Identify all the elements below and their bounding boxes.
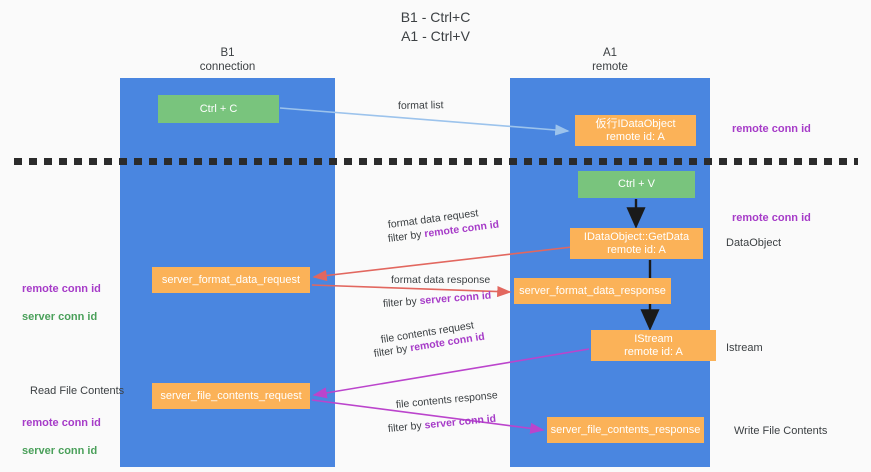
edge-label-format-data-response-filter: filter by server conn id [382,290,491,311]
node-idataobject-remote[interactable]: 仮行IDataObject remote id: A [575,115,696,146]
node-ctrl-v-label: Ctrl + V [618,178,655,190]
edge-label-file-contents-response: file contents response [395,389,499,411]
side-label-read-file-contents: Read File Contents [30,385,125,397]
side-label-conn-ids-bot: remote conn id server conn id [22,402,101,472]
side-label-server-conn-id-left-mid: server conn id [22,311,98,323]
node-server-file-contents-response[interactable]: server_file_contents_response [547,417,704,443]
node-istream-line1: IStream [634,332,673,345]
filter-prefix: filter by [387,419,426,435]
node-ctrl-c[interactable]: Ctrl + C [158,95,279,123]
filter-key-server-conn-id: server conn id [419,289,492,308]
node-server-file-contents-request[interactable]: server_file_contents_request [152,383,310,409]
node-server-format-data-response[interactable]: server_format_data_response [514,278,671,304]
node-idataobject-remote-line2: remote id: A [606,130,665,143]
side-label-remote-conn-id-top: remote conn id [732,123,811,135]
side-label-remote-conn-id-mid: remote conn id [732,212,811,224]
edge-label-format-data-response: format data response [391,274,491,286]
side-label-remote-conn-id-left-bot: remote conn id [22,417,101,429]
node-server-format-data-response-label: server_format_data_response [519,284,666,297]
side-label-remote-conn-id-left-mid: remote conn id [22,283,101,295]
column-header-b1: B1 connection [199,47,256,73]
node-idataobject-getdata-line1: IDataObject::GetData [583,230,690,243]
side-label-server-conn-id-left-bot: server conn id [22,445,98,457]
node-server-file-contents-request-label: server_file_contents_request [160,389,302,402]
filter-key-server-conn-id: server conn id [423,412,497,432]
filter-prefix: filter by [382,295,421,310]
node-istream-line2: remote id: A [624,345,683,358]
edge-label-format-list: format list [397,99,444,112]
node-istream[interactable]: IStream remote id: A [591,330,716,361]
side-label-dataobject: DataObject [726,237,782,249]
node-ctrl-v[interactable]: Ctrl + V [578,171,695,198]
page-title: B1 - Ctrl+C A1 - Ctrl+V [400,9,471,44]
node-idataobject-getdata-line2: remote id: A [607,243,666,256]
side-label-conn-ids-mid: remote conn id server conn id [22,268,101,338]
node-server-file-contents-response-label: server_file_contents_response [550,423,701,436]
side-label-istream: Istream [726,342,763,354]
column-header-a1: A1 remote [592,47,628,73]
side-label-write-file-contents: Write File Contents [734,425,828,437]
node-ctrl-c-label: Ctrl + C [199,102,238,115]
node-server-format-data-request-label: server_format_data_request [161,273,301,286]
node-server-format-data-request[interactable]: server_format_data_request [152,267,310,293]
node-idataobject-getdata[interactable]: IDataObject::GetData remote id: A [570,228,703,259]
filter-prefix: filter by [372,342,412,360]
edge-label-file-contents-response-filter: filter by server conn id [387,413,496,436]
node-idataobject-remote-line1: 仮行IDataObject [595,117,676,130]
